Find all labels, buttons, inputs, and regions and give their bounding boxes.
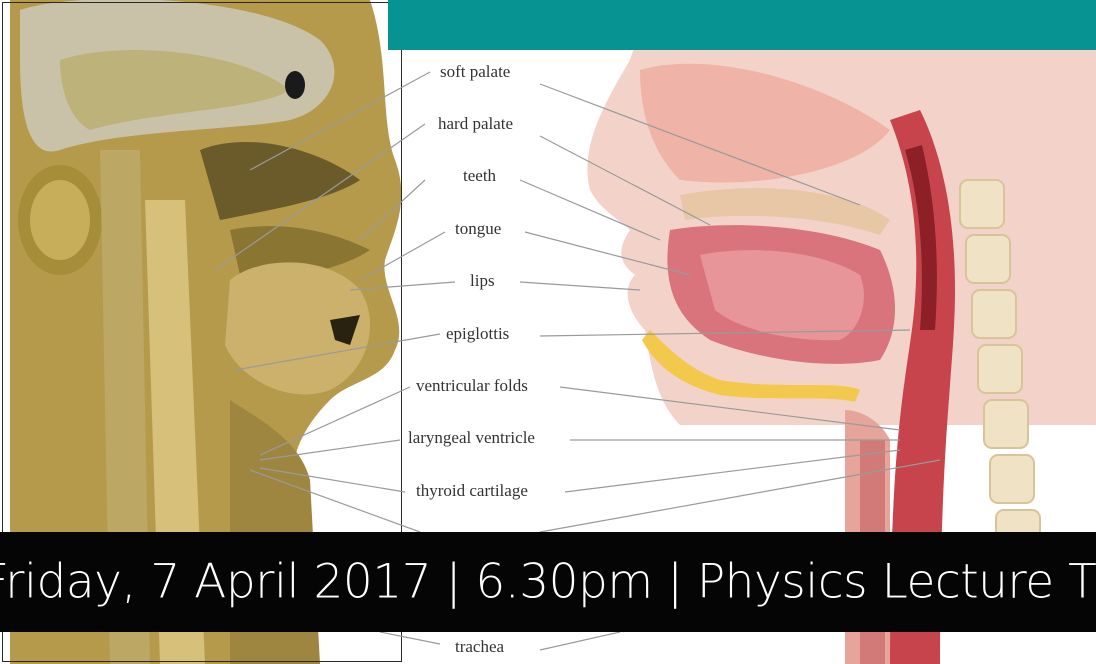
event-info-bar: Friday, 7 April 2017 | 6.30pm | Physics … <box>0 532 1096 632</box>
event-details: Friday, 7 April 2017 | 6.30pm | Physics … <box>0 555 1096 610</box>
label-ventricular-folds: ventricular folds <box>416 376 528 396</box>
label-lips: lips <box>470 271 495 291</box>
label-hard-palate: hard palate <box>438 114 513 134</box>
label-thyroid-cartilage: thyroid cartilage <box>416 481 528 501</box>
label-soft-palate: soft palate <box>440 62 510 82</box>
label-laryngeal-ventricle: laryngeal ventricle <box>408 428 535 448</box>
title-banner <box>388 0 1096 50</box>
label-epiglottis: epiglottis <box>446 324 509 344</box>
label-trachea: trachea <box>455 637 504 657</box>
label-tongue: tongue <box>455 219 501 239</box>
label-teeth: teeth <box>463 166 496 186</box>
